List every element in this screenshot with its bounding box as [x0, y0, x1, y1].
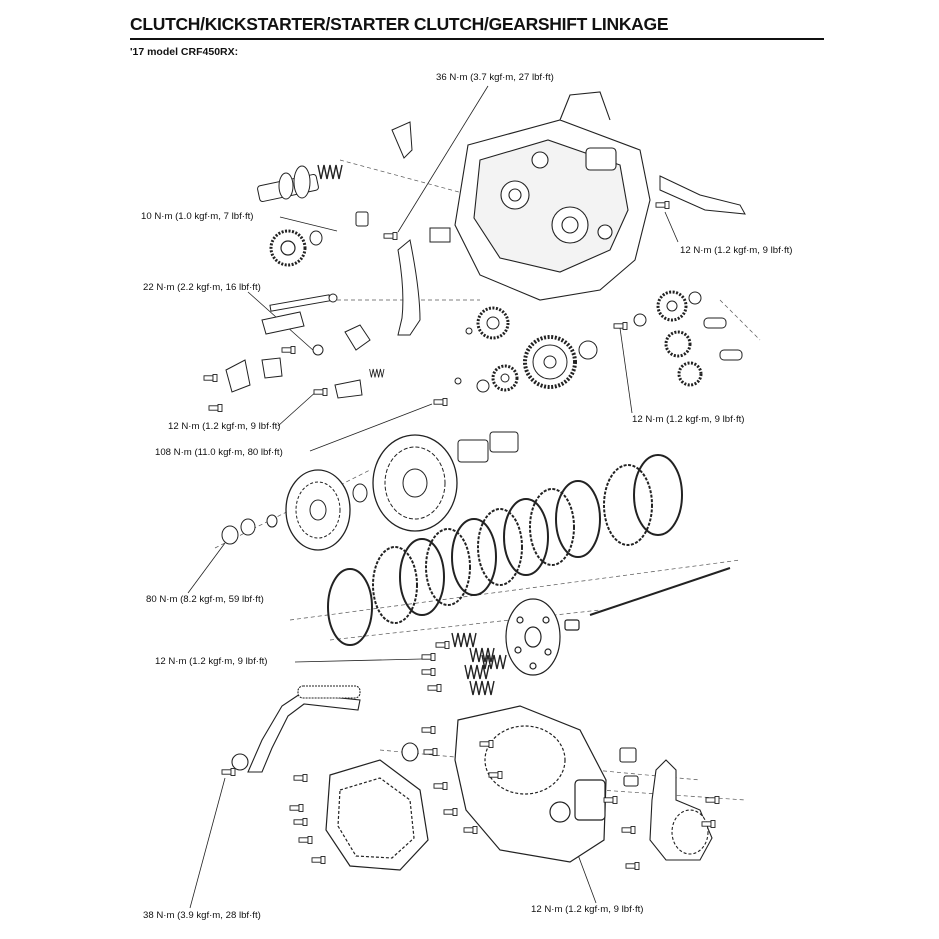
torque-label: 22 N·m (2.2 kgf·m, 16 lbf·ft) — [143, 282, 261, 293]
torque-label: 12 N·m (1.2 kgf·m, 9 lbf·ft) — [531, 904, 644, 915]
title-rule — [130, 38, 824, 40]
gear-train — [476, 290, 743, 393]
torque-label: 12 N·m (1.2 kgf·m, 9 lbf·ft) — [155, 656, 268, 667]
shift-shaft — [225, 293, 473, 399]
right-crankcase-cover — [454, 705, 607, 863]
leader-lines — [187, 85, 679, 909]
torque-label: 108 N·m (11.0 kgf·m, 80 lbf·ft) — [155, 447, 283, 458]
torque-label: 36 N·m (3.7 kgf·m, 27 lbf·ft) — [436, 72, 554, 83]
gearshift-pedal — [397, 239, 421, 336]
model-subtitle: '17 model CRF450RX: — [130, 46, 239, 58]
guide-plate — [391, 121, 413, 159]
clutch-cover — [325, 759, 429, 871]
page-title: CLUTCH/KICKSTARTER/STARTER CLUTCH/GEARSH… — [130, 14, 669, 34]
torque-label: 12 N·m (1.2 kgf·m, 9 lbf·ft) — [168, 421, 281, 432]
torque-label: 38 N·m (3.9 kgf·m, 28 lbf·ft) — [143, 910, 261, 921]
torque-label: 12 N·m (1.2 kgf·m, 9 lbf·ft) — [632, 414, 745, 425]
kick-gear — [269, 229, 307, 267]
clutch-plates — [327, 454, 683, 646]
kick-lever — [221, 685, 419, 777]
water-pump — [619, 747, 713, 861]
engine-case — [454, 91, 651, 301]
shift-arm — [659, 175, 746, 215]
torque-label: 80 N·m (8.2 kgf·m, 59 lbf·ft) — [146, 594, 264, 605]
kickstarter-spindle — [257, 164, 369, 246]
torque-label: 10 N·m (1.0 kgf·m, 7 lbf·ft) — [141, 211, 254, 222]
clutch-hub — [221, 398, 519, 551]
torque-label: 12 N·m (1.2 kgf·m, 9 lbf·ft) — [680, 245, 793, 256]
clutch-springs — [421, 632, 507, 696]
pressure-plate — [505, 567, 731, 676]
